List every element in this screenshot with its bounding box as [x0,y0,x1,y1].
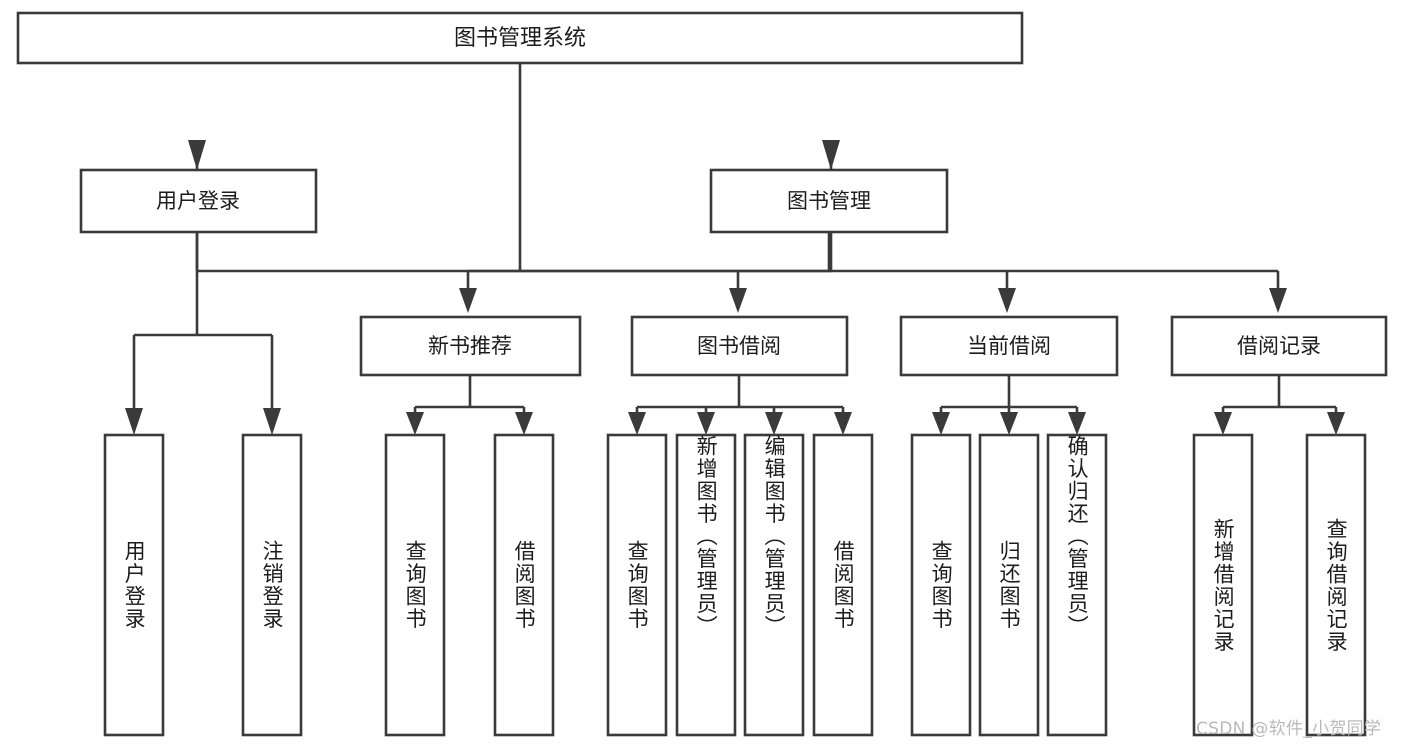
arrowhead-leaf-return-book [1000,412,1018,435]
arrowhead-book-borrow [729,288,747,313]
csdn-watermark: CSDN @软件_小贺同学 [1196,719,1382,739]
node-leaf-confirm-return[interactable] [1046,433,1108,737]
node-leaf-query-book-2[interactable] [606,433,668,737]
arrowhead-borrow-record [1269,288,1287,313]
node-borrow-record-label: 借阅记录 [1237,334,1321,358]
arrowhead-leaf-confirm-return [1068,412,1086,435]
arrowhead-new-book-recommend [459,288,477,313]
node-group-leaves [103,433,1367,737]
arrowhead-leaf-query-book-3 [932,412,950,435]
arrowhead-leaf-add-book [697,412,715,435]
node-leaf-return-book[interactable] [978,433,1040,737]
node-user-login-label: 用户登录 [156,189,240,213]
node-leaf-query-record[interactable] [1305,433,1367,737]
arrowhead-leaf-user-logout [263,408,281,435]
node-leaf-query-book-3[interactable] [910,433,972,737]
arrowhead-leaf-borrow-book-1 [515,412,533,435]
node-leaf-user-login[interactable] [103,433,165,737]
node-book-borrow[interactable] [630,315,849,377]
arrowhead-user-login [188,140,206,170]
node-group-level1: 用户登录 图书管理 [79,168,949,234]
arrowhead-leaf-user-login [125,408,143,435]
arrowhead-book-management [822,140,840,170]
node-leaf-edit-book[interactable] [743,433,805,737]
node-current-borrow-label: 当前借阅 [967,334,1051,358]
arrowhead-group [125,140,1345,435]
node-root-label: 图书管理系统 [454,26,586,51]
node-group-root: 图书管理系统 [16,11,1024,65]
node-leaf-user-logout[interactable] [241,433,303,737]
node-book-management[interactable] [709,168,949,234]
arrowhead-leaf-query-record [1327,412,1345,435]
node-leaf-query-book-1[interactable] [384,433,446,737]
node-leaf-borrow-book-1[interactable] [493,433,555,737]
node-group-level2: 新书推荐 图书借阅 当前借阅 借阅记录 [359,315,1388,377]
node-root[interactable] [16,11,1024,65]
arrowhead-leaf-edit-book [765,412,783,435]
arrowhead-leaf-query-book-2 [628,412,646,435]
arrowhead-leaf-query-book-1 [406,412,424,435]
node-user-login[interactable] [79,168,318,234]
node-leaf-add-record[interactable] [1192,433,1254,737]
arrowhead-current-borrow [998,288,1016,313]
node-current-borrow[interactable] [899,315,1119,377]
node-new-book-recommend-label: 新书推荐 [428,334,512,358]
arrowhead-leaf-borrow-book-2 [834,412,852,435]
node-new-book-recommend[interactable] [359,315,582,377]
connector-group-level2 [413,375,1338,420]
node-book-management-label: 图书管理 [787,189,871,213]
node-borrow-record[interactable] [1170,315,1388,377]
connector-group-root [195,63,833,273]
arrowhead-leaf-add-record [1214,412,1232,435]
node-leaf-add-book[interactable] [675,433,737,737]
node-leaf-borrow-book-2[interactable] [812,433,874,737]
node-book-borrow-label: 图书借阅 [697,334,781,358]
